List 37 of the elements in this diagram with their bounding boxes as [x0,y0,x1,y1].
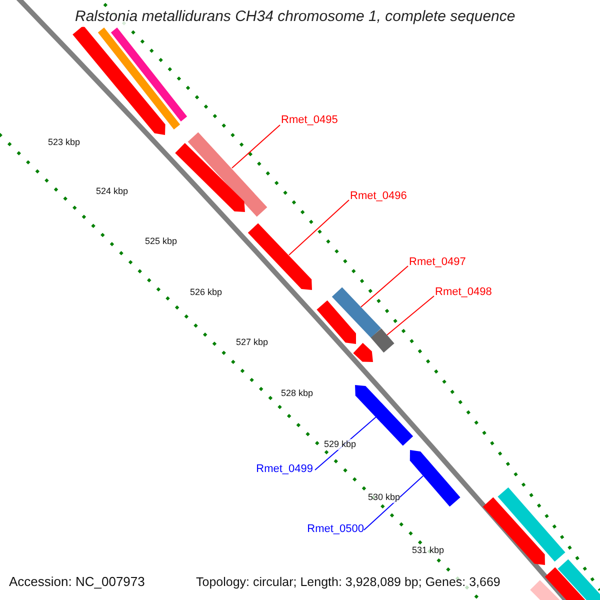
gene-segment [370,328,394,353]
gene-segment [498,487,566,562]
scale-label: 527 kbp [236,337,268,348]
gene-segment [110,28,188,122]
scale-label: 531 kbp [412,545,444,556]
scale-label: 528 kbp [281,388,314,399]
gene-label: Rmet_0499 [256,463,313,476]
scale-label: 523 kbp [48,137,80,148]
sequence-info: Topology: circular; Length: 3,928,089 bp; Genes: 3,669 [196,575,500,590]
accession-label: Accession: NC_007973 [9,574,145,590]
gene-label: Rmet_0495 [281,114,338,128]
gene-segment [410,450,460,507]
gene-segment [72,26,166,135]
scale-label: 524 kbp [96,186,128,197]
leader-line [232,124,280,168]
gene-segment [98,28,180,130]
gene-segment [353,342,373,362]
gene-segment [188,132,268,217]
gene-segment [316,300,356,344]
leader-line [364,476,424,530]
gene-label: Rmet_0496 [350,190,407,204]
scale-label: 525 kbp [145,236,178,247]
scale-label: 526 kbp [190,287,222,298]
gene-segment [482,497,545,565]
leader-line [288,200,350,256]
gene-segment [248,223,312,290]
leader-line [386,296,434,336]
gene-segment [558,559,600,600]
gene-label: Rmet_0497 [409,256,466,270]
gene-label: Rmet_0500 [307,523,364,536]
gene-segment [175,143,245,212]
scale-label: 530 kbp [368,492,400,503]
gene-label: Rmet_0498 [435,286,492,300]
gene-segment [332,287,382,338]
leader-line [360,266,408,308]
gene-segment [355,385,414,446]
scale-label: 529 kbp [324,439,356,450]
